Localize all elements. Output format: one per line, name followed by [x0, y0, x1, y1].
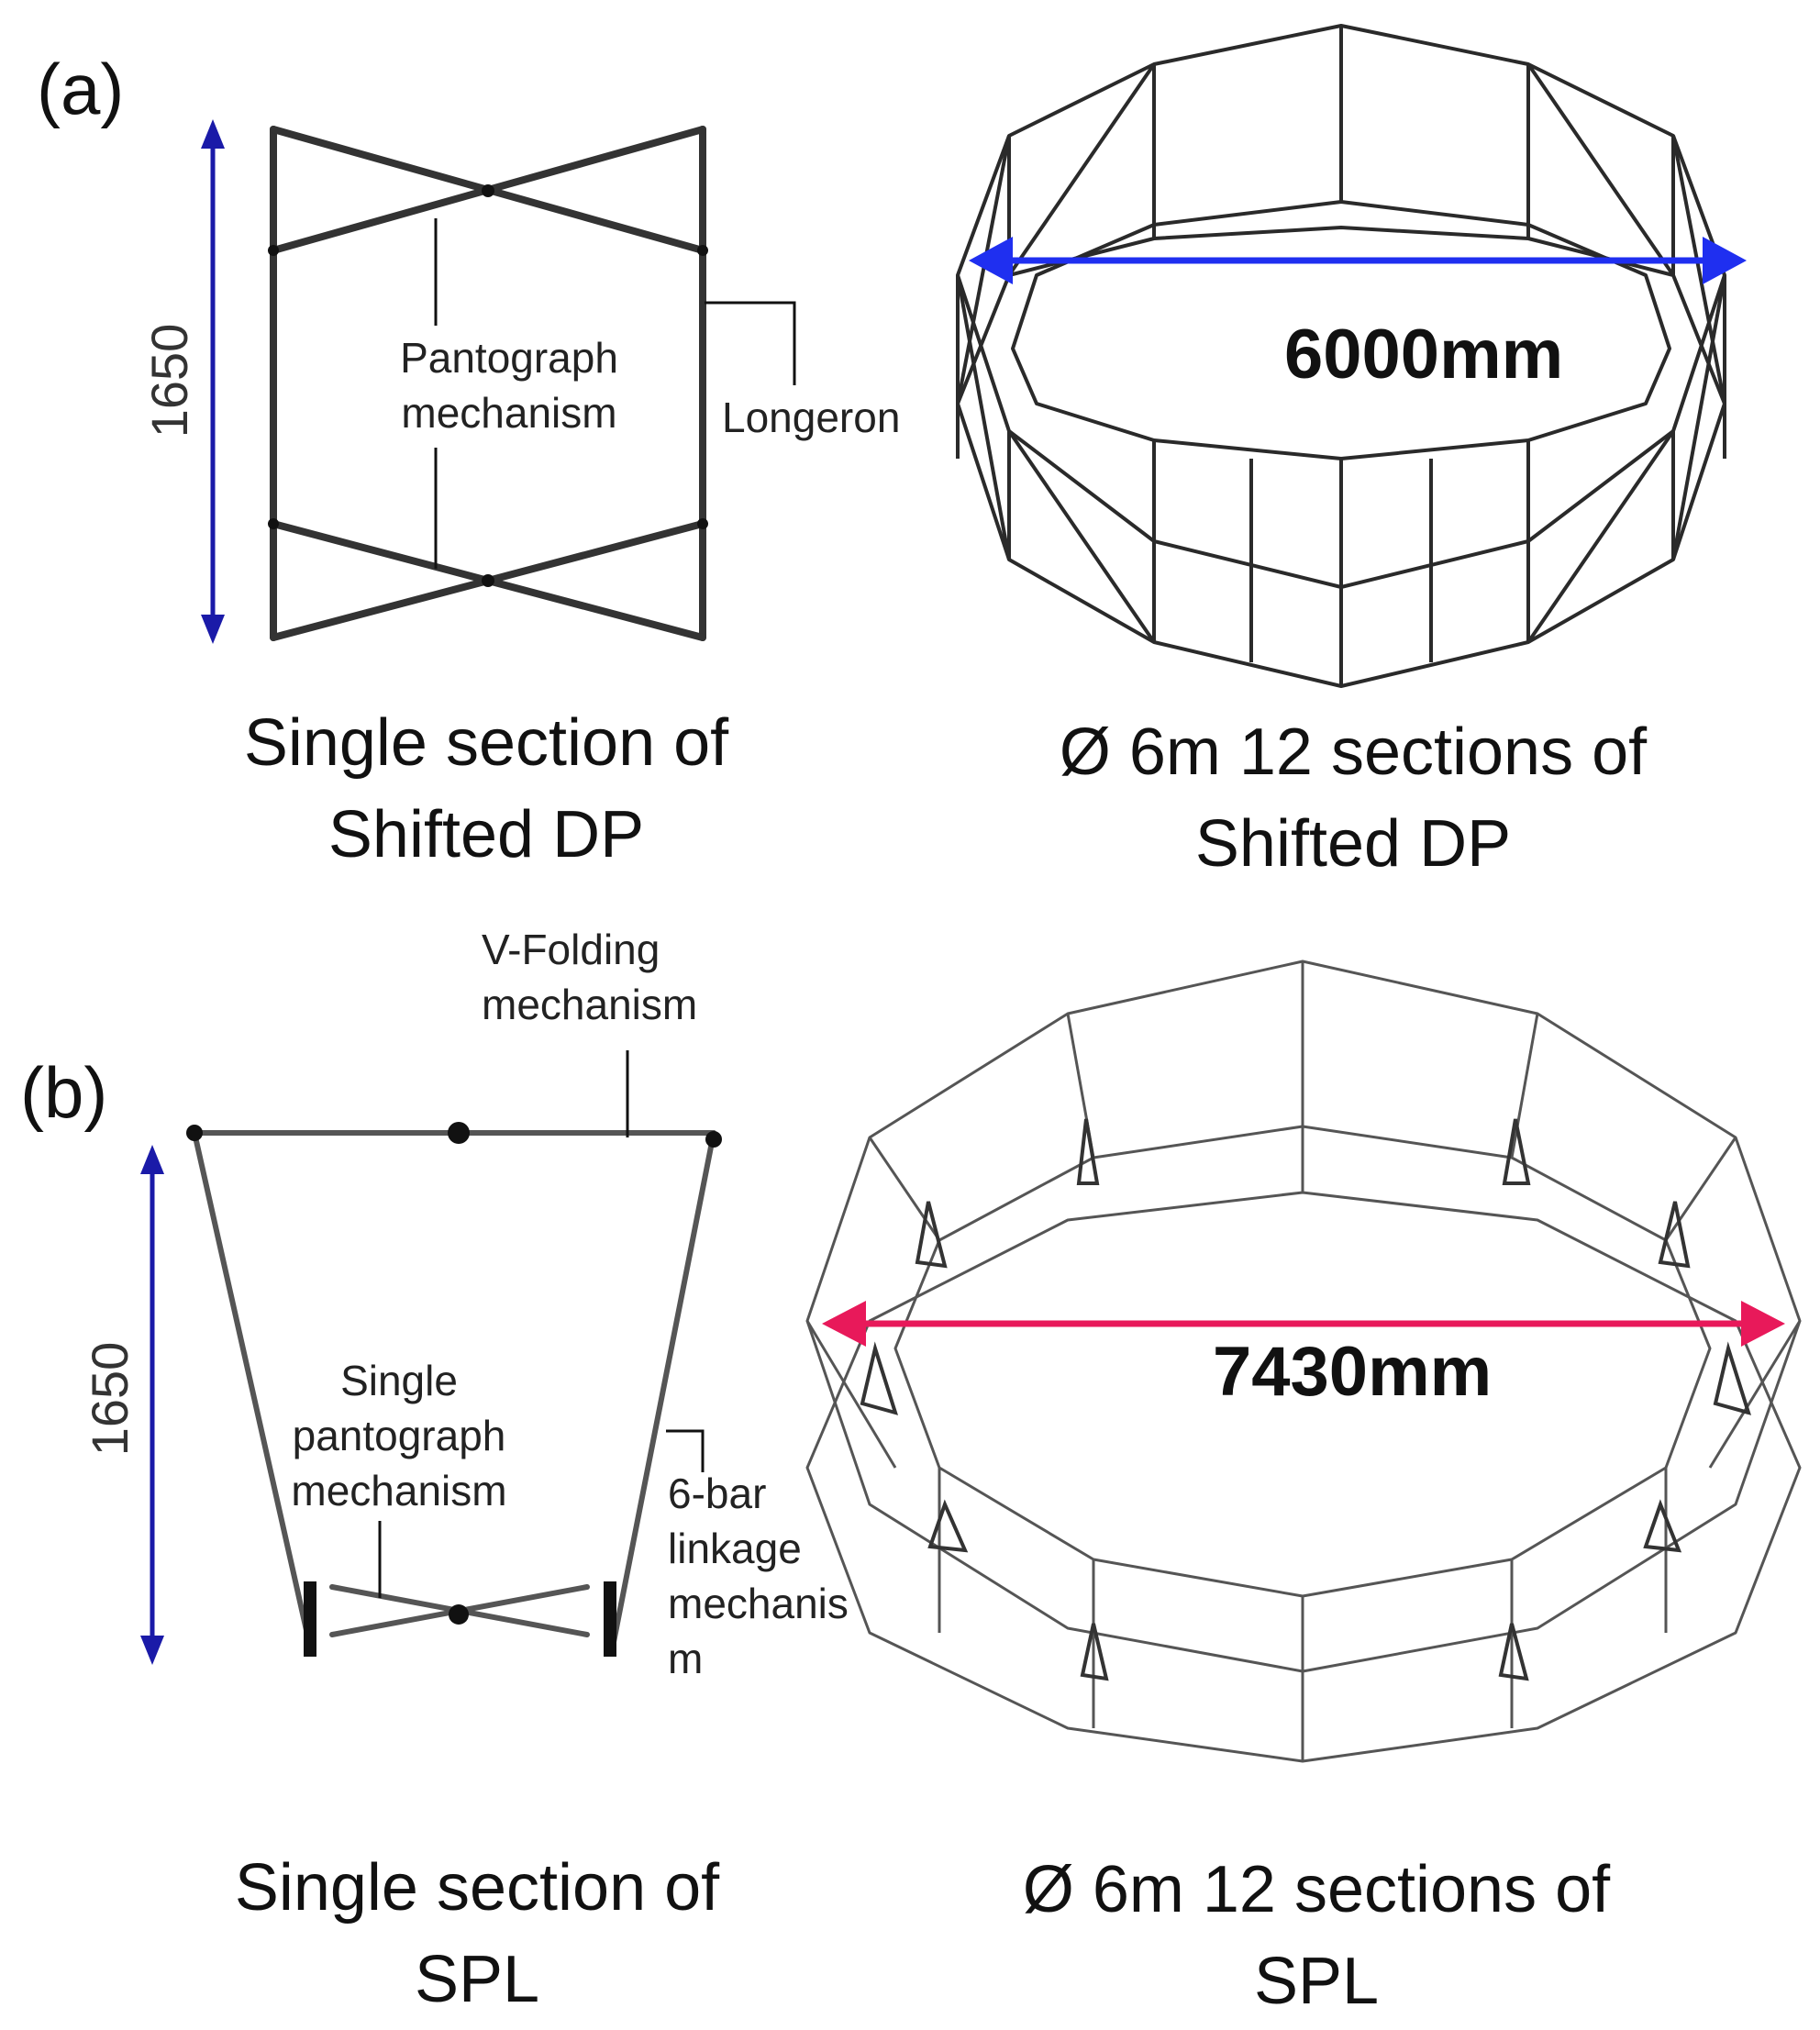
panel-b-right-caption-line-1: Ø 6m 12 sections of	[1022, 1853, 1611, 1926]
spl-right-link	[610, 1130, 716, 1649]
panel-a-left-caption-line-1: Single section of	[243, 706, 729, 780]
spl-height-arrow-head-top	[140, 1145, 164, 1174]
spl-ring	[805, 960, 1802, 1763]
dp-ring-arrow-head-right	[1703, 237, 1747, 284]
single-pantograph-line-3: mechanism	[291, 1467, 507, 1514]
spl-leaders	[378, 1050, 705, 1598]
panel-b-right-caption: Ø 6m 12 sections of SPL	[881, 1844, 1752, 2027]
spl-joints	[186, 1122, 722, 1657]
spl-left-link	[192, 1130, 313, 1649]
spl-ring-arrow-head-left	[822, 1301, 866, 1347]
panel-a-left-caption-line-2: Shifted DP	[327, 798, 645, 871]
spl-height-arrow-head-bottom	[140, 1636, 164, 1665]
vfolding-label-line-2: mechanism	[482, 981, 698, 1028]
pantograph-label-line-2: mechanism	[401, 389, 617, 437]
dp-joints	[268, 184, 708, 587]
single-pantograph-line-1: Single	[340, 1357, 458, 1404]
dp-height-arrow-head-bottom	[201, 615, 225, 644]
spl-ring-vfolds	[860, 1118, 1752, 1681]
dp-ring-diameter-label: 6000mm	[1284, 316, 1564, 394]
six-bar-line-1: 6-bar	[668, 1470, 767, 1517]
longeron-label: Longeron	[722, 394, 901, 441]
single-pantograph-label: Single pantograph mechanism	[266, 1353, 532, 1518]
panel-b-left-caption-line-2: SPL	[414, 1943, 540, 2016]
spl-ring-arrow-head-right	[1741, 1301, 1785, 1347]
vfolding-mechanism-label: V-Folding mechanism	[482, 922, 697, 1032]
dp-leaders	[434, 218, 796, 569]
six-bar-line-2: linkage	[668, 1525, 802, 1572]
six-bar-line-3: mechanis	[668, 1580, 849, 1627]
dp-ring-arrow-head-left	[969, 237, 1013, 284]
panel-a-height-label: 1650	[140, 323, 198, 438]
six-bar-line-4: m	[668, 1635, 704, 1682]
panel-b-height-label: 1650	[81, 1341, 139, 1457]
single-pantograph-line-2: pantograph	[292, 1412, 506, 1459]
panel-a-right-caption: Ø 6m 12 sections of Shifted DP	[917, 706, 1789, 890]
panel-b-right-caption-line-2: SPL	[1253, 1945, 1380, 2018]
panel-a-left-caption: Single section of Shifted DP	[119, 697, 853, 881]
pantograph-mechanism-label: Pantograph mechanism	[372, 330, 647, 440]
panel-b-left-caption-line-1: Single section of	[234, 1851, 720, 1925]
panel-b-left-caption: Single section of SPL	[110, 1842, 844, 2025]
dp-height-arrow-head-top	[201, 119, 225, 149]
panel-b-label: (b)	[20, 1052, 108, 1133]
panel-a-right-caption-line-1: Ø 6m 12 sections of	[1059, 715, 1648, 789]
vfolding-label-line-1: V-Folding	[482, 926, 660, 973]
spl-ring-diameter-label: 7430mm	[1213, 1333, 1493, 1411]
dp-ring	[956, 24, 1726, 688]
panel-a-label: (a)	[37, 49, 125, 129]
pantograph-label-line-1: Pantograph	[400, 334, 618, 382]
panel-a-right-caption-line-2: Shifted DP	[1194, 807, 1512, 881]
six-bar-linkage-label: 6-bar linkage mechanis m	[668, 1466, 849, 1686]
